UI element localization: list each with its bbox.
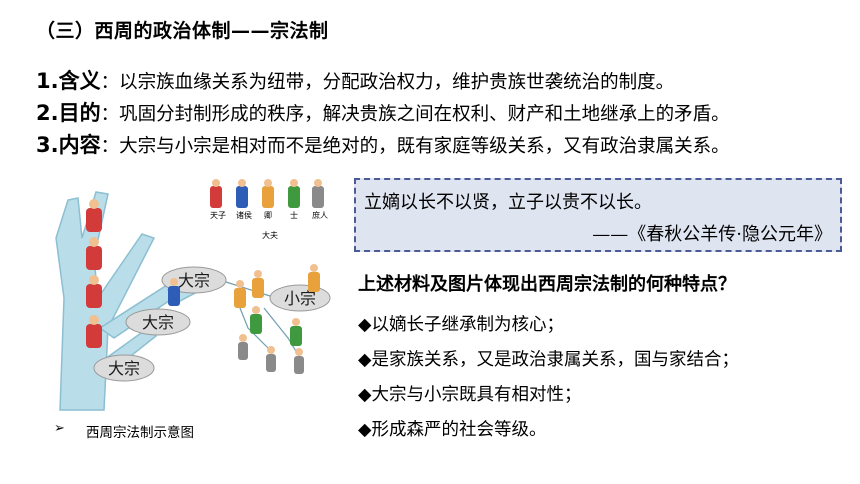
feature-item: ◆大宗与小宗既具有相对性； xyxy=(358,385,582,405)
feature-list: ◆以嫡长子继承制为核心； ◆是家族关系，又是政治隶属关系，国与家结合； ◆大宗与… xyxy=(358,308,739,448)
quote-text: 立嫡以长不以贤，立子以贵不以长。 xyxy=(364,192,652,213)
rank-legend xyxy=(210,179,324,208)
point-number: 2. xyxy=(36,101,59,125)
feature-item: ◆以嫡长子继承制为核心； xyxy=(358,315,564,335)
node-ellipse xyxy=(93,354,155,382)
rank-label: 诸侯 xyxy=(236,211,252,220)
definition-points: 1.含义：以宗族血缘关系为纽带，分配政治权力，维护贵族世袭统治的制度。 2.目的… xyxy=(36,66,856,162)
point-key: 含义 xyxy=(58,69,101,93)
rank-label: 天子 xyxy=(210,211,226,220)
rank-label: 庶人 xyxy=(312,210,328,220)
clan-tree-figure: 天子 诸侯 卿 士 庶人 大夫 大宗 小宗 大宗 大宗 xyxy=(38,178,338,418)
quote-box: 立嫡以长不以贤，立子以贵不以长。 ——《春秋公羊传·隐公元年》 xyxy=(354,178,842,252)
section-title: （三）西周的政治体制——宗法制 xyxy=(36,20,329,42)
node-label: 大宗 xyxy=(142,313,174,332)
point-key: 内容 xyxy=(58,133,101,157)
caption-bullet-icon: ➢ xyxy=(54,421,65,436)
king-figures xyxy=(86,199,102,348)
rank-labels: 天子 诸侯 卿 士 庶人 大夫 xyxy=(210,210,328,240)
question-text: 上述材料及图片体现出西周宗法制的何种特点？ xyxy=(358,274,736,295)
feature-item: ◆是家族关系，又是政治隶属关系，国与家结合； xyxy=(358,350,739,370)
node-labels: 大宗 小宗 大宗 大宗 xyxy=(108,271,316,378)
point-content: 3.内容：大宗与小宗是相对而不是绝对的，既有家庭等级关系，又有政治隶属关系。 xyxy=(36,130,856,162)
rank-label: 士 xyxy=(290,210,298,220)
point-colon: ： xyxy=(100,104,120,125)
point-purpose: 2.目的：巩固分封制形成的秩序，解决贵族之间在权利、财产和土地继承上的矛盾。 xyxy=(36,98,856,130)
quote-source: ——《春秋公羊传·隐公元年》 xyxy=(592,224,832,245)
point-number: 1. xyxy=(36,69,59,93)
rank-label-extra: 大夫 xyxy=(262,230,278,240)
rank-label: 卿 xyxy=(264,211,272,220)
point-text: 巩固分封制形成的秩序，解决贵族之间在权利、财产和土地继承上的矛盾。 xyxy=(119,104,730,125)
node-label: 大宗 xyxy=(178,271,210,290)
point-meaning: 1.含义：以宗族血缘关系为纽带，分配政治权力，维护贵族世袭统治的制度。 xyxy=(36,66,856,98)
point-key: 目的 xyxy=(58,101,101,125)
node-label: 大宗 xyxy=(108,359,140,378)
node-ellipse xyxy=(125,308,191,336)
point-number: 3. xyxy=(36,133,59,157)
feature-item: ◆形成森严的社会等级。 xyxy=(358,420,547,440)
point-text: 以宗族血缘关系为纽带，分配政治权力，维护贵族世袭统治的制度。 xyxy=(119,72,675,93)
clan-tree-illustration: 天子 诸侯 卿 士 庶人 大夫 大宗 小宗 大宗 大宗 xyxy=(55,179,331,411)
branch-figures xyxy=(168,264,320,374)
node-label: 小宗 xyxy=(284,289,316,308)
point-text: 大宗与小宗是相对而不是绝对的，既有家庭等级关系，又有政治隶属关系。 xyxy=(119,136,730,157)
point-colon: ： xyxy=(100,136,120,157)
point-colon: ： xyxy=(100,72,120,93)
figure-caption: 西周宗法制示意图 xyxy=(86,425,194,441)
